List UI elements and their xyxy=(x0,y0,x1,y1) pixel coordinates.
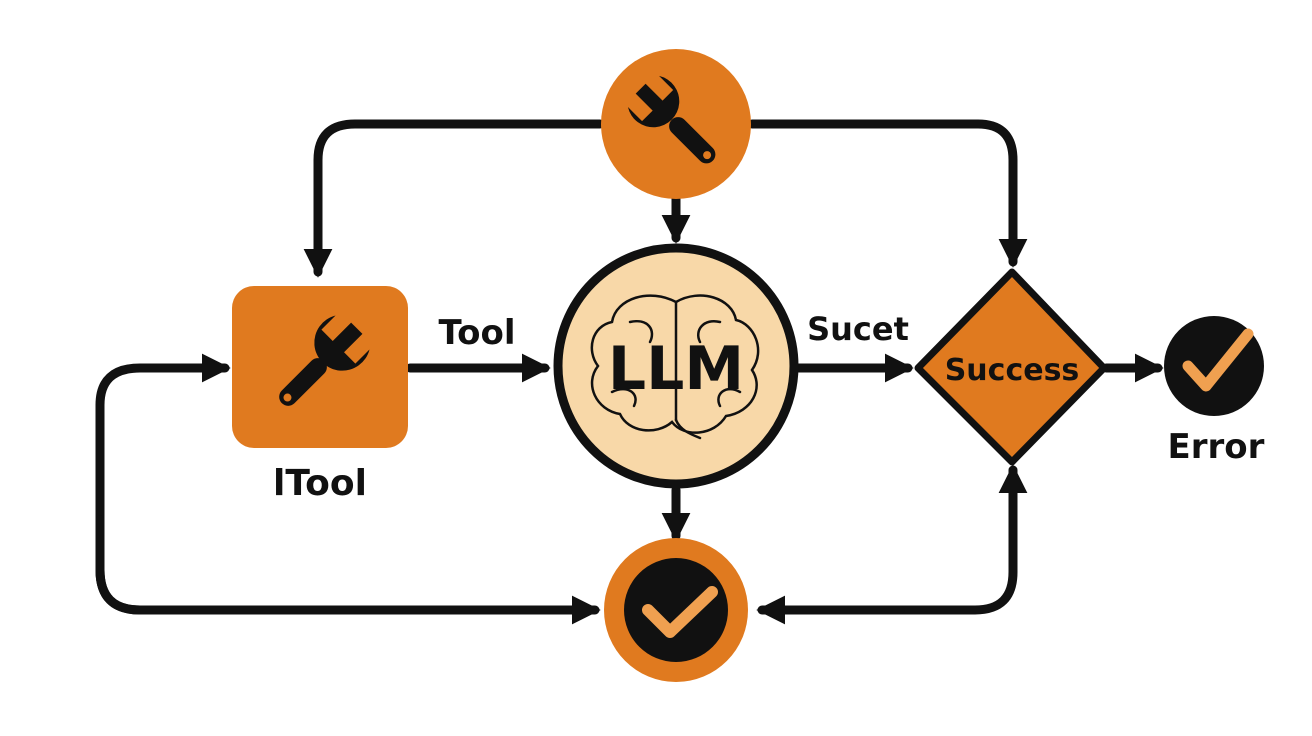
left-tool-node: lTool xyxy=(232,286,408,504)
llm-node: LLM xyxy=(553,243,799,489)
checkmark-icon xyxy=(642,586,718,638)
bottom-result-node xyxy=(604,538,748,682)
left-tool-label: lTool xyxy=(273,463,367,504)
bottom-result-inner xyxy=(624,558,728,662)
decision-label: Success xyxy=(945,353,1080,388)
wrench-icon xyxy=(279,315,370,406)
top-tool-node xyxy=(601,49,751,199)
connectors xyxy=(95,119,1164,625)
wrench-icon xyxy=(627,75,716,164)
edge-bottom-to-decision xyxy=(895,464,1028,615)
edge-top-to-decision xyxy=(747,119,1028,268)
llm-label: LLM xyxy=(608,334,744,404)
right-result-label: Error xyxy=(1168,427,1265,467)
decision-node: Success xyxy=(914,268,1108,466)
tool-edge-label: Tool xyxy=(438,313,515,353)
sucet-edge-label: Sucet xyxy=(807,310,909,348)
brain-icon xyxy=(590,294,760,440)
right-result-node: Error xyxy=(1164,316,1265,467)
edge-top-to-left-tool xyxy=(303,119,605,278)
checkmark-icon xyxy=(1182,328,1254,392)
edge-loop-to-bottom xyxy=(95,515,601,625)
decision-diamond xyxy=(914,268,1108,466)
